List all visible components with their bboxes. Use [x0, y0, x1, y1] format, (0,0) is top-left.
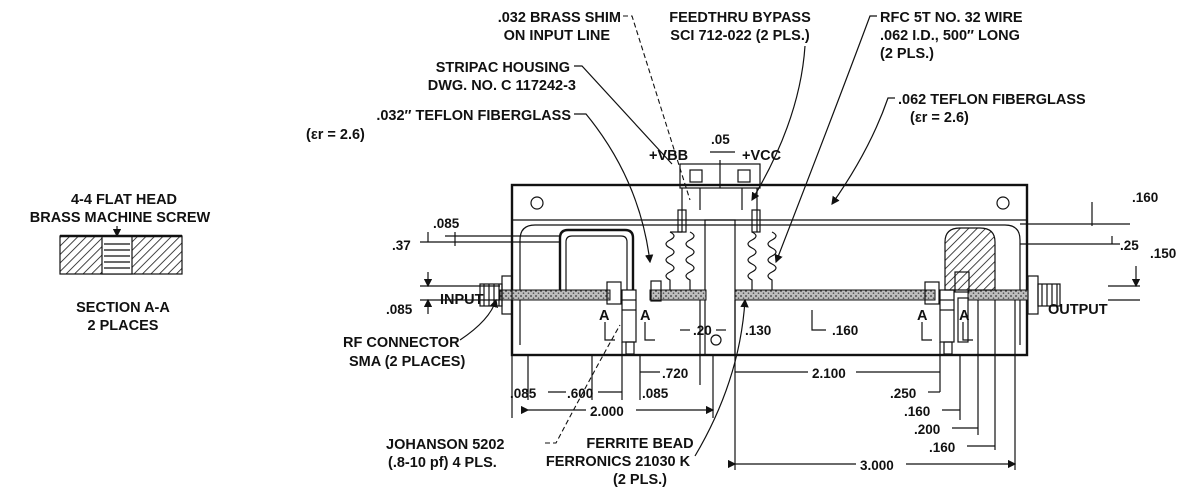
output-sma-connector-icon: [1027, 275, 1061, 315]
screw-label-1: 4-4 FLAT HEAD: [71, 192, 177, 208]
dim-250: .250: [890, 386, 916, 401]
dimensions: .085 .37 .085 .20 .130 .160 .160 .25 .15…: [386, 190, 1176, 473]
mounting-hole-icon: [710, 334, 722, 346]
rf-connector-label: RF CONNECTOR: [343, 335, 460, 351]
feedthru-label: FEEDTHRU BYPASS: [669, 10, 811, 26]
center-wall: [704, 219, 736, 356]
output-label: OUTPUT: [1048, 302, 1108, 318]
main-assembly: A A A A: [479, 160, 1061, 470]
ferrite-leader: [694, 298, 749, 457]
teflon-left-label: .032″ TEFLON FIBERGLASS: [376, 108, 571, 124]
rfc-coil-icon: [665, 231, 695, 290]
dim-085-a: .085: [510, 386, 537, 401]
dim-150: .150: [1150, 246, 1176, 261]
dim-2000: 2.000: [590, 404, 624, 419]
ferrite-bead-icon: [650, 280, 662, 302]
teflon-right-leader: [831, 97, 895, 205]
teflon-right-label: .062 TEFLON FIBERGLASS: [898, 92, 1086, 108]
mounting-hole-icon: [530, 196, 544, 210]
dim-25: .25: [1120, 238, 1139, 253]
dim-720: .720: [662, 366, 688, 381]
dim-200: .200: [914, 422, 940, 437]
rfc-label-3: (2 PLS.): [880, 46, 934, 62]
vcc-label: +VCC: [742, 148, 782, 164]
section-marker-icon: [604, 322, 973, 341]
section-a-label: A: [599, 308, 610, 324]
stripac-leader: [574, 65, 673, 165]
callouts: .032 BRASS SHIM ON INPUT LINE FEEDTHRU B…: [306, 10, 1108, 488]
ferrite-label-2: FERRONICS 21030 K: [546, 454, 691, 470]
rf-connector-label-2: SMA (2 PLACES): [349, 354, 465, 370]
ferrite-label: FERRITE BEAD: [586, 436, 693, 452]
output-stub: [944, 227, 996, 291]
dim-160-r2: .160: [929, 440, 955, 455]
dim-600: .600: [567, 386, 593, 401]
rfc-label-2: .062 I.D., 500″ LONG: [880, 28, 1020, 44]
teflon-left-label-2: (εr = 2.6): [306, 127, 365, 143]
input-strip-line: [499, 289, 611, 301]
dim-085-top: .085: [433, 216, 460, 231]
rf-connector-leader: [459, 298, 498, 341]
stripac-label: STRIPAC HOUSING: [436, 60, 570, 76]
feedthru-label-2: SCI 712-022 (2 PLS.): [670, 28, 810, 44]
section-title: SECTION A-A: [76, 300, 170, 316]
screw-label-2: BRASS MACHINE SCREW: [30, 210, 211, 226]
brass-shim-leader: [623, 15, 691, 201]
cavity-outline: [519, 224, 1021, 345]
section-a-label: A: [917, 308, 928, 324]
johanson-capacitor-icon: [606, 281, 637, 355]
teflon-right-label-2: (εr = 2.6): [910, 110, 969, 126]
rfc-label: RFC 5T NO. 32 WIRE: [880, 10, 1023, 26]
dim-130: .130: [745, 323, 771, 338]
dim-160-top-right: .160: [1132, 190, 1158, 205]
section-a-label: A: [640, 308, 651, 324]
teflon-left-leader: [574, 113, 654, 264]
johanson-capacitor-icon: [924, 281, 955, 355]
output-strip-line: [734, 289, 936, 301]
dim-160-mid: .160: [832, 323, 858, 338]
dim-085-b: .085: [642, 386, 669, 401]
johanson-leader: [545, 324, 621, 444]
rfc-leader: [774, 15, 877, 264]
section-view: 4-4 FLAT HEAD BRASS MACHINE SCREW SECTIO…: [30, 192, 211, 334]
section-a-label: A: [959, 308, 970, 324]
dim-05: .05: [711, 132, 730, 147]
section-places: 2 PLACES: [88, 318, 159, 334]
dim-085-bottom: .085: [386, 302, 413, 317]
output-capacitor-icon: [954, 271, 970, 343]
brass-shim-label: .032 BRASS SHIM: [498, 10, 621, 26]
mounting-hole-icon: [996, 196, 1010, 210]
dim-20: .20: [693, 323, 712, 338]
dim-160-r1: .160: [904, 404, 930, 419]
stripac-label-2: DWG. NO. C 117242-3: [428, 78, 576, 94]
johanson-label-2: (.8-10 pf) 4 PLS.: [388, 455, 497, 471]
input-stub: [558, 228, 635, 290]
ferrite-label-3: (2 PLS.): [613, 472, 667, 488]
stripac-housing: [510, 183, 1029, 357]
feedthru-leader: [751, 45, 806, 202]
dim-37: .37: [392, 238, 411, 253]
brass-shim-label-2: ON INPUT LINE: [504, 28, 611, 44]
rfc-coil-icon: [747, 231, 777, 290]
dim-2100: 2.100: [812, 366, 846, 381]
vbb-label: +VBB: [649, 148, 688, 164]
dim-3000: 3.000: [860, 458, 894, 473]
johanson-label: JOHANSON 5202: [386, 437, 504, 453]
